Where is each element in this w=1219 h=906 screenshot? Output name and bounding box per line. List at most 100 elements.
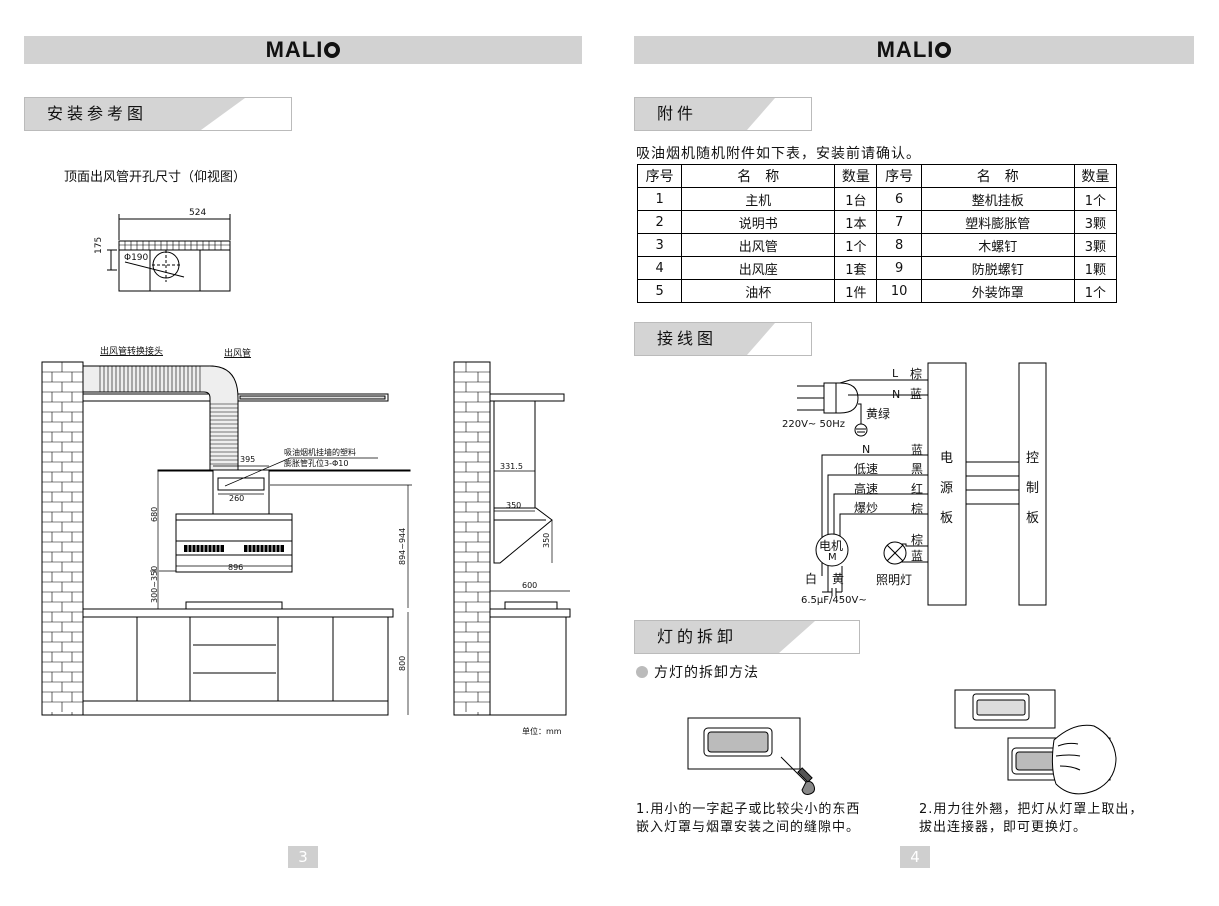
cell: 防脱螺钉	[920, 256, 1075, 280]
cell: 主机	[681, 187, 836, 211]
cell: 7	[876, 210, 922, 234]
label-d300-350: 300~350	[150, 565, 159, 603]
brand-header-right: MALI	[634, 36, 1194, 64]
wire-brown2: 棕	[911, 502, 924, 516]
cell: 油杯	[681, 279, 836, 303]
label-unit: 单位：mm	[522, 727, 562, 736]
section-title-text: 安装参考图	[47, 104, 148, 123]
header-cell: 序号	[636, 164, 683, 188]
section-title-text: 接线图	[657, 329, 718, 348]
cell: 1个	[834, 233, 878, 257]
wire-N1: N	[892, 388, 901, 401]
cell: 1台	[834, 187, 878, 211]
wire-yellow: 黄	[832, 572, 845, 586]
header-cell: 名 称	[920, 164, 1075, 188]
top-view-caption: 顶面出风管开孔尺寸（仰视图）	[64, 170, 247, 185]
section-lamp-removal: 灯的拆卸	[634, 620, 860, 654]
cell: 6	[876, 187, 922, 211]
cell: 外装饰罩	[920, 279, 1075, 303]
wire-yellow-green: 黄绿	[866, 407, 891, 421]
header-cell: 数量	[1073, 164, 1118, 188]
lamp-method: 方灯的拆卸方法	[636, 662, 759, 682]
page-number-right: 4	[900, 846, 930, 868]
cell: 整机挂板	[920, 187, 1075, 211]
label-wall-note-2: 膨胀管孔位3-Φ10	[284, 459, 349, 468]
label-d896: 896	[228, 563, 244, 572]
bullet-icon	[636, 666, 648, 678]
motor-m: M	[828, 552, 837, 563]
label-duct: 出风管	[224, 349, 252, 359]
wire-black: 黑	[911, 462, 924, 476]
wire-red: 红	[911, 482, 924, 496]
power-board-2: 源	[940, 481, 954, 496]
cell: 10	[876, 279, 922, 303]
label-adapter: 出风管转换接头	[100, 347, 164, 357]
step1-line1: 1.用小的一字起子或比较尖小的东西	[636, 802, 861, 817]
wire-blue1: 蓝	[910, 387, 923, 401]
power-board-1: 电	[940, 451, 954, 466]
label-d600: 600	[522, 581, 538, 590]
cell: 1	[636, 187, 683, 211]
wire-brown1: 棕	[910, 367, 923, 381]
lamp-method-text: 方灯的拆卸方法	[654, 665, 759, 681]
label-d260: 260	[229, 494, 245, 503]
header-cell: 名 称	[681, 164, 836, 188]
left-page: MALI 安装参考图 顶面出风管开孔尺寸（仰视图）	[0, 0, 600, 906]
dim-175: 175	[94, 236, 104, 254]
speed-fry: 爆炒	[854, 501, 879, 515]
label-d395: 395	[240, 455, 256, 464]
cell: 说明书	[681, 210, 836, 234]
section-title-text: 附件	[657, 104, 698, 123]
label-d894-944: 894~944	[398, 527, 407, 565]
section-install-reference: 安装参考图	[24, 97, 292, 131]
cell: 8	[876, 233, 922, 257]
control-board-1: 控	[1026, 451, 1040, 466]
cell: 3	[636, 233, 683, 257]
wire-L: L	[892, 367, 899, 380]
dim-524: 524	[189, 208, 207, 218]
speed-low: 低速	[854, 462, 879, 476]
cell: 5	[636, 279, 683, 303]
wire-blue3: 蓝	[911, 549, 924, 563]
speed-high: 高速	[854, 482, 879, 496]
lamp-label: 照明灯	[876, 573, 913, 587]
cell: 塑料膨胀管	[920, 210, 1075, 234]
power-board-3: 板	[940, 511, 954, 526]
step2-line2: 拔出连接器，即可更换灯。	[919, 820, 1088, 835]
cell: 出风座	[681, 256, 836, 280]
label-d350b: 350	[542, 532, 551, 548]
label-d800: 800	[398, 655, 407, 671]
control-board-2: 制	[1026, 481, 1040, 496]
section-title-text: 灯的拆卸	[657, 627, 738, 646]
label-d331: 331.5	[500, 462, 523, 471]
page-number-left: 3	[288, 846, 318, 868]
cell: 3颗	[1073, 233, 1118, 257]
accessories-intro: 吸油烟机随机附件如下表，安装前请确认。	[636, 146, 921, 162]
cell: 出风管	[681, 233, 836, 257]
label-d350a: 350	[506, 501, 522, 510]
brand-logo-mark	[324, 42, 341, 58]
cell: 1本	[834, 210, 878, 234]
capacitor-label: 6.5μF/450V~	[801, 595, 867, 606]
brand-header-left: MALI	[24, 36, 582, 64]
brand-logo: MALI	[265, 37, 324, 62]
cell: 9	[876, 256, 922, 280]
right-page: MALI 附件 吸油烟机随机附件如下表，安装前请确认。 序号 名 称 数量 序号…	[610, 0, 1219, 906]
control-board-3: 板	[1026, 511, 1040, 526]
cell: 2	[636, 210, 683, 234]
cell: 1个	[1073, 187, 1118, 211]
section-accessories: 附件	[634, 97, 812, 131]
cell: 1件	[834, 279, 878, 303]
table-header-row: 序号 名 称 数量 序号 名 称 数量	[636, 164, 1118, 188]
brand-logo: MALI	[876, 37, 935, 62]
wire-N2: N	[862, 443, 871, 456]
step1-line2: 嵌入灯罩与烟罩安装之间的缝隙中。	[636, 820, 861, 835]
cell: 1套	[834, 256, 878, 280]
header-cell: 数量	[834, 164, 878, 188]
